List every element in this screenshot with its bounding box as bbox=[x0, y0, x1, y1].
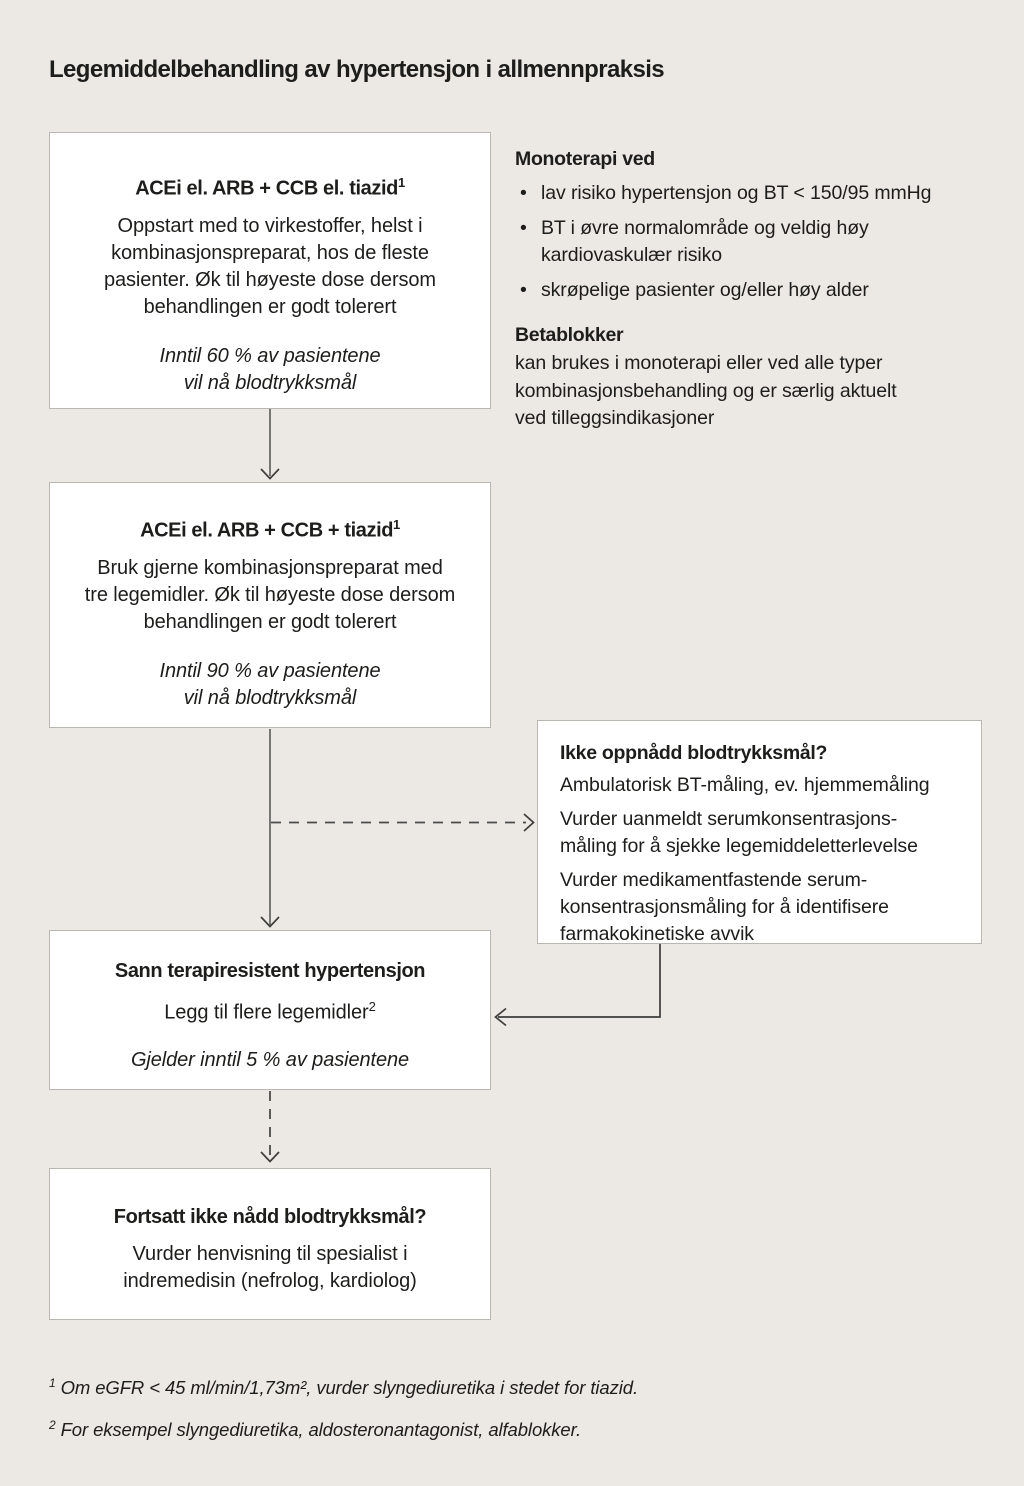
step2-heading: ACEi el. ARB + CCB + tiazid1 bbox=[140, 517, 400, 542]
callout-line: Vurder uanmeldt serumkonsentrasjons- mål… bbox=[560, 808, 918, 857]
footnote-marker: 1 bbox=[49, 1376, 56, 1390]
step4-heading: Fortsatt ikke nådd blodtrykksmål? bbox=[113, 1206, 427, 1228]
side-panel: Monoterapi ved • lav risiko hypertensjon… bbox=[515, 146, 970, 433]
footnote-marker: 2 bbox=[49, 1418, 56, 1433]
footnote-ref-1: 1 bbox=[393, 517, 400, 532]
callout-heading: Ikke oppnådd blodtrykksmål? bbox=[560, 742, 828, 764]
bullet-text: lav risiko hypertensjon og BT < 150/95 m… bbox=[541, 182, 932, 204]
page-title: Legemiddelbehandling av hypertensjon i a… bbox=[49, 56, 665, 83]
bullet-text: skrøpelige pasienter og/eller høy alder bbox=[541, 279, 869, 301]
bullet-icon: • bbox=[520, 217, 527, 239]
step3-note: Gjelder inntil 5 % av pasientene bbox=[130, 1048, 410, 1071]
monotherapy-bullet: • skrøpelige pasienter og/eller høy alde… bbox=[515, 277, 970, 304]
dashed-arrow-to-callout bbox=[271, 813, 535, 832]
betablocker-body: kan brukes i monoterapi eller ved alle t… bbox=[515, 352, 897, 429]
betablocker-heading: Betablokker bbox=[515, 324, 624, 346]
footnote-1: 1 Om eGFR < 45 ml/min/1,73m², vurder slyn… bbox=[49, 1372, 638, 1399]
bullet-icon: • bbox=[520, 182, 527, 204]
flow-box-step1: ACEi el. ARB + CCB el. tiazid1 Oppstart … bbox=[49, 132, 491, 409]
footnote-ref-2: 2 bbox=[368, 999, 376, 1014]
footnote-2: 2 For eksempel slyngediuretika, aldostero… bbox=[49, 1414, 638, 1441]
step2-note: Inntil 90 % av pasientene vil nå blodtry… bbox=[159, 659, 381, 709]
bullet-icon: • bbox=[520, 279, 527, 301]
footnote-ref-1: 1 bbox=[397, 175, 405, 190]
monotherapy-bullet: • BT i øvre normalområde og veldig høy k… bbox=[515, 215, 970, 269]
step3-subheading: Legg til flere legemidler2 bbox=[164, 999, 376, 1024]
callout-box-blood-pressure-goal: Ikke oppnådd blodtrykksmål? Ambulatorisk… bbox=[537, 720, 982, 945]
bullet-text: BT i øvre normalområde og veldig høy kar… bbox=[541, 217, 869, 266]
betablocker-section: Betablokker kan brukes i monoterapi elle… bbox=[515, 322, 970, 433]
monotherapy-heading: Monoterapi ved bbox=[515, 148, 655, 170]
step3-heading: Sann terapiresistent hypertensjon bbox=[114, 960, 426, 982]
flow-box-step2: ACEi el. ARB + CCB + tiazid1 Bruk gjerne… bbox=[49, 482, 491, 728]
monotherapy-bullet: • lav risiko hypertensjon og BT < 150/95… bbox=[515, 180, 970, 207]
dashed-arrow-step3-to-step4 bbox=[260, 1091, 280, 1163]
footnote-text: Om eGFR < 45 ml/min/1,73m², vurder slyng… bbox=[60, 1377, 639, 1399]
step1-heading: ACEi el. ARB + CCB el. tiazid1 bbox=[135, 175, 405, 200]
step1-body: Oppstart med to virkestoffer, helst i ko… bbox=[103, 214, 436, 318]
arrow-step1-to-step2 bbox=[260, 409, 280, 480]
step1-note: Inntil 60 % av pasientene vil nå blodtry… bbox=[159, 344, 381, 394]
footnotes: 1 Om eGFR < 45 ml/min/1,73m², vurder slyn… bbox=[49, 1372, 638, 1456]
step4-body: Vurder henvisning til spesialist i indre… bbox=[123, 1243, 417, 1292]
flow-box-step4: Fortsatt ikke nådd blodtrykksmål? Vurder… bbox=[49, 1168, 491, 1320]
callout-line: Vurder medikamentfastende serum- konsent… bbox=[560, 869, 889, 945]
step2-body: Bruk gjerne kombinasjonspreparat med tre… bbox=[84, 556, 456, 633]
arrow-step2-to-step3 bbox=[260, 729, 280, 928]
arrow-callout-to-step3 bbox=[494, 944, 661, 1027]
footnote-text: For eksempel slyngediuretika, aldosteron… bbox=[60, 1419, 582, 1441]
callout-line: Ambulatorisk BT-måling, ev. hjemmemåling bbox=[560, 774, 930, 796]
flow-box-step3: Sann terapiresistent hypertensjon Legg t… bbox=[49, 930, 491, 1090]
